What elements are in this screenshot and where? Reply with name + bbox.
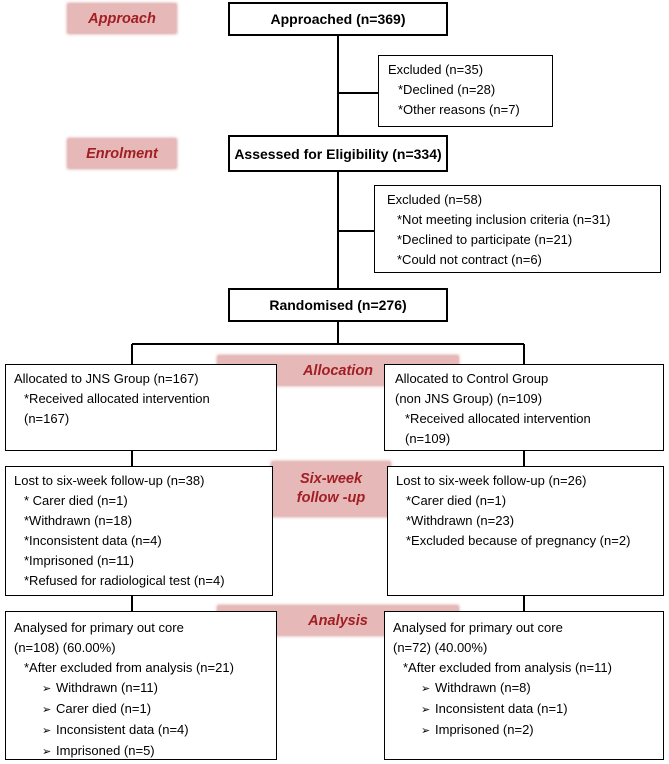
stage-enrolment: Enrolment	[68, 139, 176, 168]
lost-jns-item: *Withdrawn (n=18)	[24, 513, 133, 528]
randomised-label: Randomised (n=276)	[269, 297, 407, 313]
alloc-jns-line: *Received allocated intervention	[24, 391, 210, 406]
analysis-control-box: Analysed for primary out core (n=72) (40…	[384, 611, 664, 760]
alloc-control-line: (n=109)	[405, 431, 451, 446]
excluded2-item: *Declined to participate (n=21)	[397, 232, 573, 247]
excluded1-item: *Declined (n=28)	[398, 82, 496, 97]
arrow-bullet-icon: ➢	[421, 725, 431, 737]
allocation-control-box: Allocated to Control Group (non JNS Grou…	[384, 364, 664, 451]
lost-jns-item: *Inconsistent data (n=4)	[24, 533, 162, 548]
analysis-jns-item-label: Inconsistent data (n=4)	[56, 722, 189, 737]
arrow-bullet-icon: ➢	[42, 683, 52, 695]
analysis-control-line: Analysed for primary out core	[393, 620, 563, 635]
alloc-jns-line: Allocated to JNS Group (n=167)	[14, 371, 199, 386]
allocation-jns-box: Allocated to JNS Group (n=167) *Received…	[5, 364, 277, 451]
excluded-box-1: Excluded (n=35) *Declined (n=28) *Other …	[378, 55, 553, 127]
analysis-jns-item: ➢ Carer died (n=1)	[14, 699, 268, 720]
analysis-jns-box: Analysed for primary out core (n=108) (6…	[5, 611, 277, 760]
excluded2-title: Excluded (n=58)	[387, 192, 483, 207]
lost-jns-item: *Imprisoned (n=11)	[24, 553, 134, 568]
analysis-jns-item-label: Carer died (n=1)	[56, 701, 152, 716]
arrow-bullet-icon: ➢	[42, 746, 52, 758]
analysis-jns-line: *After excluded from analysis (n=21)	[24, 660, 234, 675]
arrow-bullet-icon: ➢	[421, 704, 431, 716]
lost-jns-title: Lost to six-week follow-up (n=38)	[14, 473, 205, 488]
excluded1-title: Excluded (n=35)	[388, 62, 484, 77]
analysis-control-item-label: Inconsistent data (n=1)	[435, 701, 568, 716]
analysis-jns-item-label: Withdrawn (n=11)	[56, 680, 158, 695]
analysis-jns-line: (n=108) (60.00%)	[14, 640, 116, 655]
arrow-bullet-icon: ➢	[42, 704, 52, 716]
arrow-bullet-icon: ➢	[421, 683, 431, 695]
lost-jns-box: Lost to six-week follow-up (n=38) * Care…	[5, 466, 273, 596]
excluded1-item: *Other reasons (n=7)	[398, 102, 520, 117]
excluded-box-2: Excluded (n=58) *Not meeting inclusion c…	[374, 185, 661, 273]
lost-jns-item: * Carer died (n=1)	[24, 493, 128, 508]
analysis-control-item-label: Imprisoned (n=2)	[435, 722, 534, 737]
lost-control-item: *Excluded because of pregnancy (n=2)	[406, 533, 631, 548]
analysis-jns-line: Analysed for primary out core	[14, 620, 184, 635]
randomised-box: Randomised (n=276)	[228, 288, 448, 322]
analysis-control-item: ➢ Inconsistent data (n=1)	[393, 699, 655, 720]
analysis-jns-item: ➢ Withdrawn (n=11)	[14, 678, 268, 699]
alloc-control-line: *Received allocated intervention	[405, 411, 591, 426]
lost-control-title: Lost to six-week follow-up (n=26)	[396, 473, 587, 488]
stage-approach: Approach	[68, 4, 176, 33]
lost-control-item: *Carer died (n=1)	[406, 493, 507, 508]
excluded2-item: *Could not contract (n=6)	[397, 252, 542, 267]
lost-control-item: *Withdrawn (n=23)	[406, 513, 515, 528]
stage-followup: Six-week follow -up	[272, 462, 390, 516]
analysis-control-line: *After excluded from analysis (n=11)	[403, 660, 612, 675]
alloc-jns-line: (n=167)	[24, 411, 70, 426]
arrow-bullet-icon: ➢	[42, 725, 52, 737]
alloc-control-line: Allocated to Control Group	[395, 371, 549, 386]
assessed-label: Assessed for Eligibility (n=334)	[234, 145, 442, 162]
approached-box: Approached (n=369)	[228, 2, 448, 36]
alloc-control-line: (non JNS Group) (n=109)	[395, 391, 543, 406]
analysis-control-item-label: Withdrawn (n=8)	[435, 680, 531, 695]
analysis-control-line: (n=72) (40.00%)	[393, 640, 488, 655]
stage-followup-line1: Six-week	[299, 471, 363, 487]
stage-followup-line2: follow -up	[296, 490, 366, 506]
lost-control-box: Lost to six-week follow-up (n=26) *Carer…	[387, 466, 664, 596]
approached-label: Approached (n=369)	[270, 11, 406, 27]
analysis-jns-item: ➢ Inconsistent data (n=4)	[14, 720, 268, 741]
excluded2-item: *Not meeting inclusion criteria (n=31)	[397, 212, 611, 227]
assessed-box: Assessed for Eligibility (n=334)	[228, 135, 448, 172]
analysis-control-item: ➢ Withdrawn (n=8)	[393, 678, 655, 699]
analysis-jns-item-label: Imprisoned (n=5)	[56, 743, 155, 758]
analysis-control-item: ➢ Imprisoned (n=2)	[393, 720, 655, 741]
analysis-jns-item: ➢ Imprisoned (n=5)	[14, 741, 268, 762]
lost-jns-item: *Refused for radiological test (n=4)	[24, 573, 225, 588]
